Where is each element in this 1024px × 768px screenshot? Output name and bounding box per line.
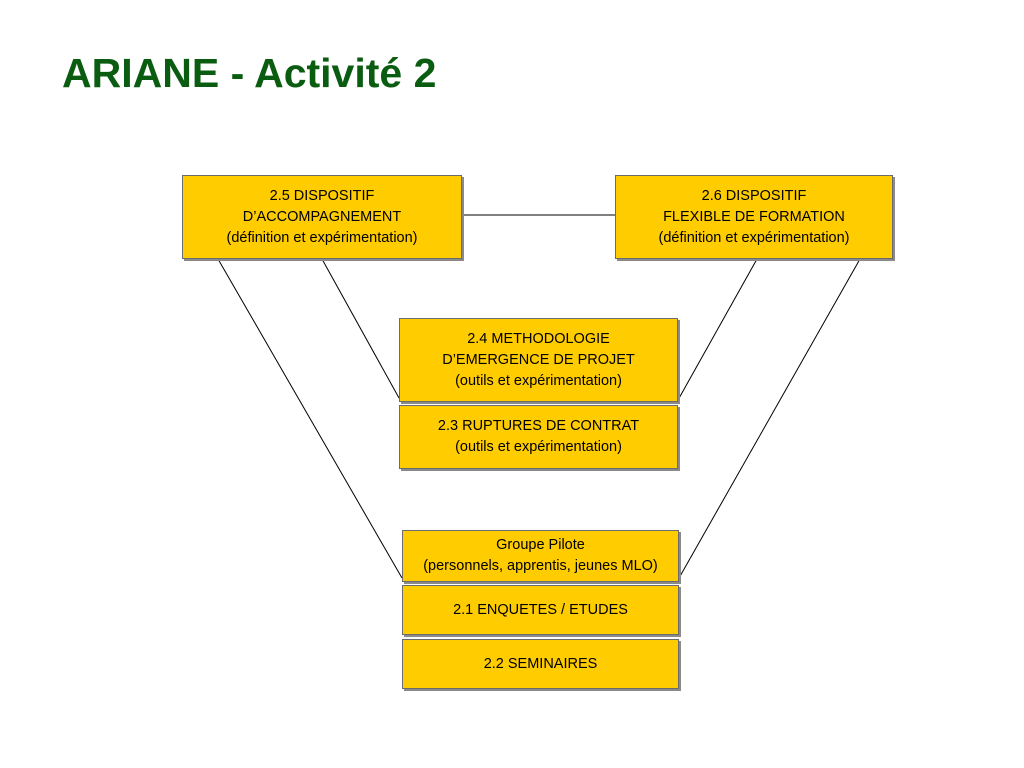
slide-title: ARIANE - Activité 2: [62, 50, 437, 96]
box-22-line-1: 2.2 SEMINAIRES: [483, 655, 598, 672]
box-23-line-2: (outils et expérimentation): [455, 439, 622, 455]
box-dispositif-flexible-formation: 2.6 DISPOSITIF FLEXIBLE DE FORMATION (dé…: [615, 175, 893, 259]
box-methodologie-emergence-projet: 2.4 METHODOLOGIE D’EMERGENCE DE PROJET (…: [399, 318, 678, 402]
connector-26-to-24: [677, 258, 758, 401]
box-24-line-2: D’EMERGENCE DE PROJET: [442, 351, 635, 368]
connector-25-to-groupe-pilote: [217, 258, 403, 579]
box-enquetes-etudes: 2.1 ENQUETES / ETUDES: [402, 585, 679, 635]
box-gp-line-2: (personnels, apprentis, jeunes MLO): [423, 558, 658, 574]
box-25-line-2: D’ACCOMPAGNEMENT: [242, 208, 402, 225]
box-26-line-3: (définition et expérimentation): [658, 229, 850, 246]
connector-26-to-groupe-pilote: [678, 258, 861, 579]
box-ruptures-de-contrat: 2.3 RUPTURES DE CONTRAT (outils et expér…: [399, 405, 678, 469]
box-25-line-3: (définition et expérimentation): [226, 229, 418, 246]
box-26-line-1: 2.6 DISPOSITIF: [701, 187, 807, 204]
box-24-line-1: 2.4 METHODOLOGIE: [467, 330, 610, 347]
box-24-line-3: (outils et expérimentation): [455, 372, 622, 389]
box-23-line-1: 2.3 RUPTURES DE CONTRAT: [437, 418, 640, 434]
box-dispositif-accompagnement: 2.5 DISPOSITIF D’ACCOMPAGNEMENT (définit…: [182, 175, 462, 259]
box-25-line-1: 2.5 DISPOSITIF: [269, 187, 375, 204]
box-26-line-2: FLEXIBLE DE FORMATION: [663, 208, 845, 225]
box-seminaires: 2.2 SEMINAIRES: [402, 639, 679, 689]
box-21-line-1: 2.1 ENQUETES / ETUDES: [453, 601, 628, 618]
box-groupe-pilote: Groupe Pilote (personnels, apprentis, je…: [402, 530, 679, 582]
box-gp-line-1: Groupe Pilote: [496, 537, 585, 553]
connector-25-to-24: [321, 258, 400, 399]
